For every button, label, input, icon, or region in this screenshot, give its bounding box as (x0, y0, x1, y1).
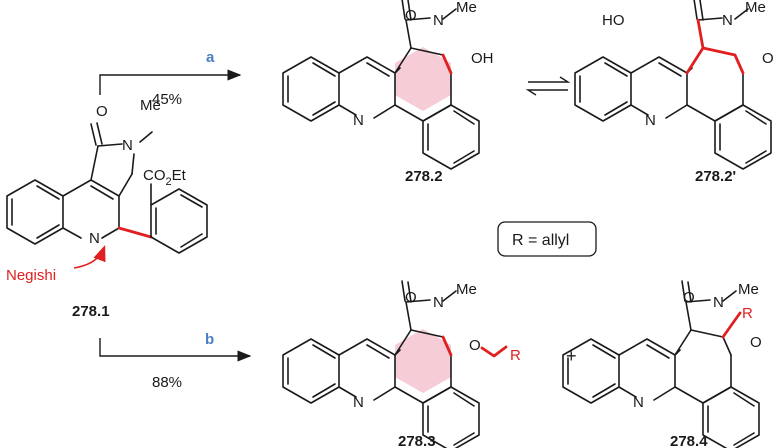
methyl-label: Me (456, 0, 477, 16)
r-definition-box: R = allyl (497, 221, 597, 257)
arrow-b: b 88% (99, 331, 252, 391)
nitrogen-label: N (633, 394, 644, 411)
compound-278-3: O N Me O R N 278.3 (282, 280, 521, 448)
compound-id-278-3: 278.3 (398, 433, 436, 448)
nitrogen-label: N (713, 294, 724, 311)
nitrogen-label: N (353, 112, 364, 129)
allyl-r-label: R (742, 305, 753, 322)
yield-b: 88% (152, 374, 182, 391)
nitrogen-label: N (433, 12, 444, 29)
oxygen-label: O (762, 50, 774, 67)
oxygen-label: O (469, 337, 481, 354)
compound-id-278-2: 278.2 (405, 168, 443, 185)
compound-278-1: O N Me N CO2Et Negishi 278.1 (6, 97, 208, 320)
compound-id-278-2-tautomer: 278.2' (695, 168, 736, 185)
methyl-label: Me (456, 281, 477, 298)
nitrogen-label: N (122, 137, 133, 154)
methyl-label: Me (140, 97, 161, 114)
hydroxyl-label: OH (471, 50, 494, 67)
nitrogen-label: N (645, 112, 656, 129)
oxygen-label: O (96, 103, 108, 120)
compound-278-2-tautomer: HO N Me O N 278.2' (574, 0, 774, 185)
compound-id-278-4: 278.4 (670, 433, 708, 448)
negishi-label: Negishi (6, 267, 56, 284)
arrow-a: a 45% (99, 49, 242, 108)
nitrogen-label: N (722, 12, 733, 29)
oxygen-label: O (683, 289, 695, 306)
ester-label: CO2Et (143, 167, 187, 188)
plus-sign: + (566, 346, 577, 366)
methyl-label: Me (738, 281, 759, 298)
oxygen-label: O (750, 334, 762, 351)
r-definition-text: R = allyl (512, 232, 569, 249)
oxygen-label: O (405, 289, 417, 306)
yield-a: 45% (152, 91, 182, 108)
reagent-b-label: b (205, 331, 214, 348)
compound-278-2: O N Me OH N 278.2 (282, 0, 494, 185)
nitrogen-label: N (353, 394, 364, 411)
equilibrium-arrows (525, 76, 571, 96)
hydroxyl-label: HO (602, 12, 625, 29)
nitrogen-label: N (89, 230, 100, 247)
compound-id-278-1: 278.1 (72, 303, 110, 320)
nitrogen-label: N (433, 294, 444, 311)
reagent-a-label: a (206, 49, 215, 66)
oxygen-label: O (405, 7, 417, 24)
compound-278-4: O N Me R O N 278.4 (562, 280, 762, 448)
allyl-r-label: R (510, 347, 521, 364)
methyl-label: Me (745, 0, 766, 16)
